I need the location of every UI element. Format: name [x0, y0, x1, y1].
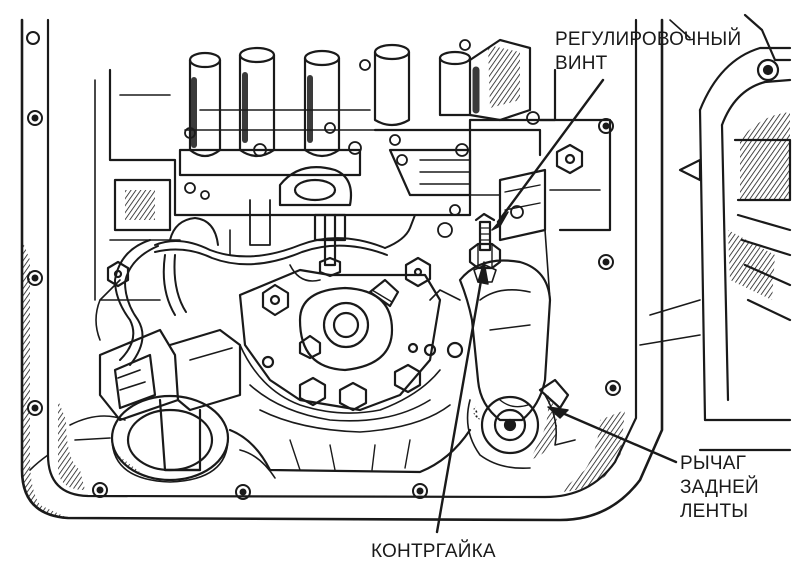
- label-adjusting-screw: РЕГУЛИРОВОЧНЫЙ ВИНТ: [555, 28, 741, 76]
- label-adjusting-screw-line-2: ВИНТ: [555, 53, 608, 74]
- electrical-connector: [98, 328, 242, 472]
- wiring-harness: [95, 214, 416, 366]
- label-adjusting-screw-line-1: РЕГУЛИРОВОЧНЫЙ: [555, 29, 742, 50]
- label-locknut-text: КОНТРГАЙКА: [371, 541, 496, 562]
- band-adjusting-screw: [474, 212, 496, 252]
- servo-cover-left: [69, 394, 230, 483]
- rear-band-lever: [429, 259, 576, 470]
- upper-right-block: [538, 118, 612, 232]
- label-rear-band-lever-line-1: РЫЧАГ: [680, 453, 747, 474]
- flange-bolts: [26, 31, 621, 500]
- label-locknut: КОНТРГАЙКА: [371, 540, 496, 564]
- detent-plate: [238, 213, 464, 433]
- label-rear-band-lever-line-3: ЛЕНТЫ: [680, 501, 749, 522]
- label-rear-band-lever-line-2: ЗАДНЕЙ: [680, 477, 759, 498]
- label-rear-band-lever: РЫЧАГ ЗАДНЕЙ ЛЕНТЫ: [680, 452, 759, 524]
- bolt-left: [106, 260, 130, 288]
- extension-housing: [639, 13, 792, 452]
- rear-band-anchor: [480, 395, 540, 455]
- solenoid-cylinders: [188, 38, 532, 158]
- valve-body-upper: [94, 38, 557, 301]
- case-flange: [20, 18, 664, 522]
- callout-leaders: [435, 78, 678, 534]
- lower-passages: [228, 428, 472, 479]
